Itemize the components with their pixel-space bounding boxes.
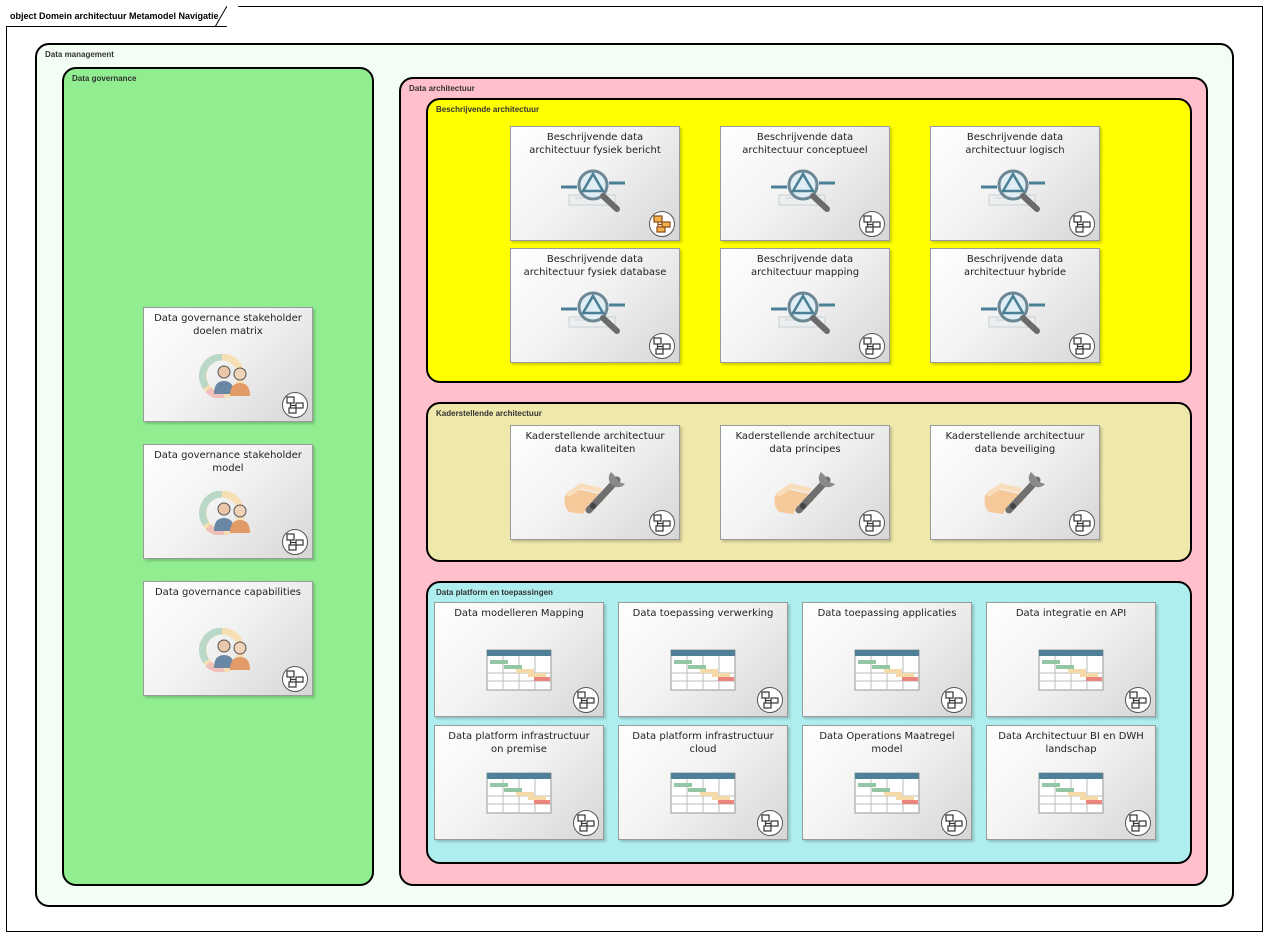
- card-title: Data toepassing applicaties: [817, 608, 957, 619]
- diagram-card-beschrijvende-data-architectuur-conceptueel[interactable]: Beschrijvende data architectuur conceptu…: [720, 126, 890, 241]
- card-title: Data governance capabilities: [154, 587, 301, 598]
- navigation-diagram-icon[interactable]: [757, 687, 783, 713]
- card-title: Beschrijvende data architectuur logisch: [965, 132, 1065, 156]
- stakeholder-icon: [144, 628, 312, 690]
- frame-tab-edge: [214, 6, 227, 27]
- navigation-diagram-icon[interactable]: [941, 810, 967, 836]
- gantt-chart-icon: [803, 649, 971, 711]
- diagram-card-data-governance-stakeholder-model[interactable]: Data governance stakeholder model: [143, 444, 313, 559]
- gantt-chart-icon: [987, 772, 1155, 834]
- diagram-card-kaderstellende-architectuur-data-beveiliging[interactable]: Kaderstellende architectuur data beveili…: [930, 425, 1100, 540]
- card-title: Data integratie en API: [1015, 608, 1127, 619]
- gantt-chart-icon: [803, 772, 971, 834]
- diagram-card-beschrijvende-data-architectuur-logisch[interactable]: Beschrijvende data architectuur logisch: [930, 126, 1100, 241]
- stakeholder-icon: [144, 491, 312, 553]
- navigation-diagram-icon[interactable]: [282, 529, 308, 555]
- diagram-card-data-governance-capabilities[interactable]: Data governance capabilities: [143, 581, 313, 696]
- navigation-diagram-icon[interactable]: [1069, 510, 1095, 536]
- gantt-chart-icon: [619, 772, 787, 834]
- group-label: Kaderstellende architectuur: [436, 409, 542, 418]
- diagram-card-data-operations-maatregel-model[interactable]: Data Operations Maatregel model: [802, 725, 972, 840]
- card-title: Beschrijvende data architectuur fysiek b…: [529, 132, 661, 156]
- card-title: Kaderstellende architectuur data kwalite…: [525, 431, 665, 455]
- navigation-diagram-icon[interactable]: [649, 510, 675, 536]
- card-title: Kaderstellende architectuur data beveili…: [945, 431, 1085, 455]
- navigation-diagram-icon[interactable]: [859, 510, 885, 536]
- diagram-card-data-architectuur-bi-en-dwh-landschap[interactable]: Data Architectuur BI en DWH landschap: [986, 725, 1156, 840]
- navigation-diagram-icon[interactable]: [282, 666, 308, 692]
- gantt-chart-icon: [435, 649, 603, 711]
- card-title: Beschrijvende data architectuur conceptu…: [742, 132, 868, 156]
- gantt-chart-icon: [619, 649, 787, 711]
- magnifier-blueprint-icon: [511, 165, 679, 227]
- magnifier-blueprint-icon: [511, 287, 679, 349]
- diagram-card-data-modelleren-mapping[interactable]: Data modelleren Mapping: [434, 602, 604, 717]
- navigation-diagram-icon[interactable]: [941, 687, 967, 713]
- diagram-card-data-platform-infrastructuur-on-premise[interactable]: Data platform infrastructuur on premise: [434, 725, 604, 840]
- navigation-diagram-icon[interactable]: [1069, 333, 1095, 359]
- card-title: Beschrijvende data architectuur fysiek d…: [523, 254, 667, 278]
- card-title: Kaderstellende architectuur data princip…: [735, 431, 875, 455]
- navigation-diagram-icon[interactable]: [859, 333, 885, 359]
- stakeholder-icon: [144, 354, 312, 416]
- group-label: Data architectuur: [409, 84, 475, 93]
- group-label: Data governance: [72, 74, 137, 83]
- hand-wrench-icon: [511, 464, 679, 526]
- diagram-card-data-platform-infrastructuur-cloud[interactable]: Data platform infrastructuur cloud: [618, 725, 788, 840]
- group-data-governance[interactable]: Data governance: [62, 67, 374, 886]
- navigation-diagram-icon[interactable]: [649, 333, 675, 359]
- navigation-diagram-icon[interactable]: [1069, 211, 1095, 237]
- navigation-diagram-icon[interactable]: [757, 810, 783, 836]
- card-title: Beschrijvende data architectuur mapping: [750, 254, 860, 278]
- package-diagram-icon[interactable]: [649, 211, 675, 237]
- card-title: Data toepassing verwerking: [632, 608, 774, 619]
- diagram-card-data-toepassing-verwerking[interactable]: Data toepassing verwerking: [618, 602, 788, 717]
- diagram-card-data-toepassing-applicaties[interactable]: Data toepassing applicaties: [802, 602, 972, 717]
- navigation-diagram-icon[interactable]: [1125, 687, 1151, 713]
- diagram-card-data-integratie-en-api[interactable]: Data integratie en API: [986, 602, 1156, 717]
- gantt-chart-icon: [987, 649, 1155, 711]
- card-title: Data Operations Maatregel model: [819, 731, 955, 755]
- hand-wrench-icon: [931, 464, 1099, 526]
- card-title: Data Architectuur BI en DWH landschap: [998, 731, 1144, 755]
- card-title: Data platform infrastructuur on premise: [448, 731, 590, 755]
- diagram-card-kaderstellende-architectuur-data-principes[interactable]: Kaderstellende architectuur data princip…: [720, 425, 890, 540]
- navigation-diagram-icon[interactable]: [1125, 810, 1151, 836]
- navigation-diagram-icon[interactable]: [859, 211, 885, 237]
- card-title: Data platform infrastructuur cloud: [632, 731, 774, 755]
- group-label: Beschrijvende architectuur: [436, 105, 540, 114]
- group-label: Data management: [45, 50, 114, 59]
- diagram-card-kaderstellende-architectuur-data-kwaliteiten[interactable]: Kaderstellende architectuur data kwalite…: [510, 425, 680, 540]
- magnifier-blueprint-icon: [931, 287, 1099, 349]
- magnifier-blueprint-icon: [721, 165, 889, 227]
- magnifier-blueprint-icon: [931, 165, 1099, 227]
- diagram-card-beschrijvende-data-architectuur-hybride[interactable]: Beschrijvende data architectuur hybride: [930, 248, 1100, 363]
- card-title: Data governance stakeholder model: [154, 450, 302, 474]
- navigation-diagram-icon[interactable]: [573, 810, 599, 836]
- card-title: Data modelleren Mapping: [454, 608, 584, 619]
- group-label: Data platform en toepassingen: [436, 588, 553, 597]
- magnifier-blueprint-icon: [721, 287, 889, 349]
- hand-wrench-icon: [721, 464, 889, 526]
- diagram-card-data-governance-stakeholder-doelen-matrix[interactable]: Data governance stakeholder doelen matri…: [143, 307, 313, 422]
- card-title: Data governance stakeholder doelen matri…: [154, 313, 302, 337]
- navigation-diagram-icon[interactable]: [282, 392, 308, 418]
- gantt-chart-icon: [435, 772, 603, 834]
- card-title: Beschrijvende data architectuur hybride: [963, 254, 1067, 278]
- navigation-diagram-icon[interactable]: [573, 687, 599, 713]
- diagram-card-beschrijvende-data-architectuur-mapping[interactable]: Beschrijvende data architectuur mapping: [720, 248, 890, 363]
- diagram-title: object Domein architectuur Metamodel Nav…: [6, 6, 239, 27]
- diagram-card-beschrijvende-data-architectuur-fysiek-bericht[interactable]: Beschrijvende data architectuur fysiek b…: [510, 126, 680, 241]
- diagram-card-beschrijvende-data-architectuur-fysiek-database[interactable]: Beschrijvende data architectuur fysiek d…: [510, 248, 680, 363]
